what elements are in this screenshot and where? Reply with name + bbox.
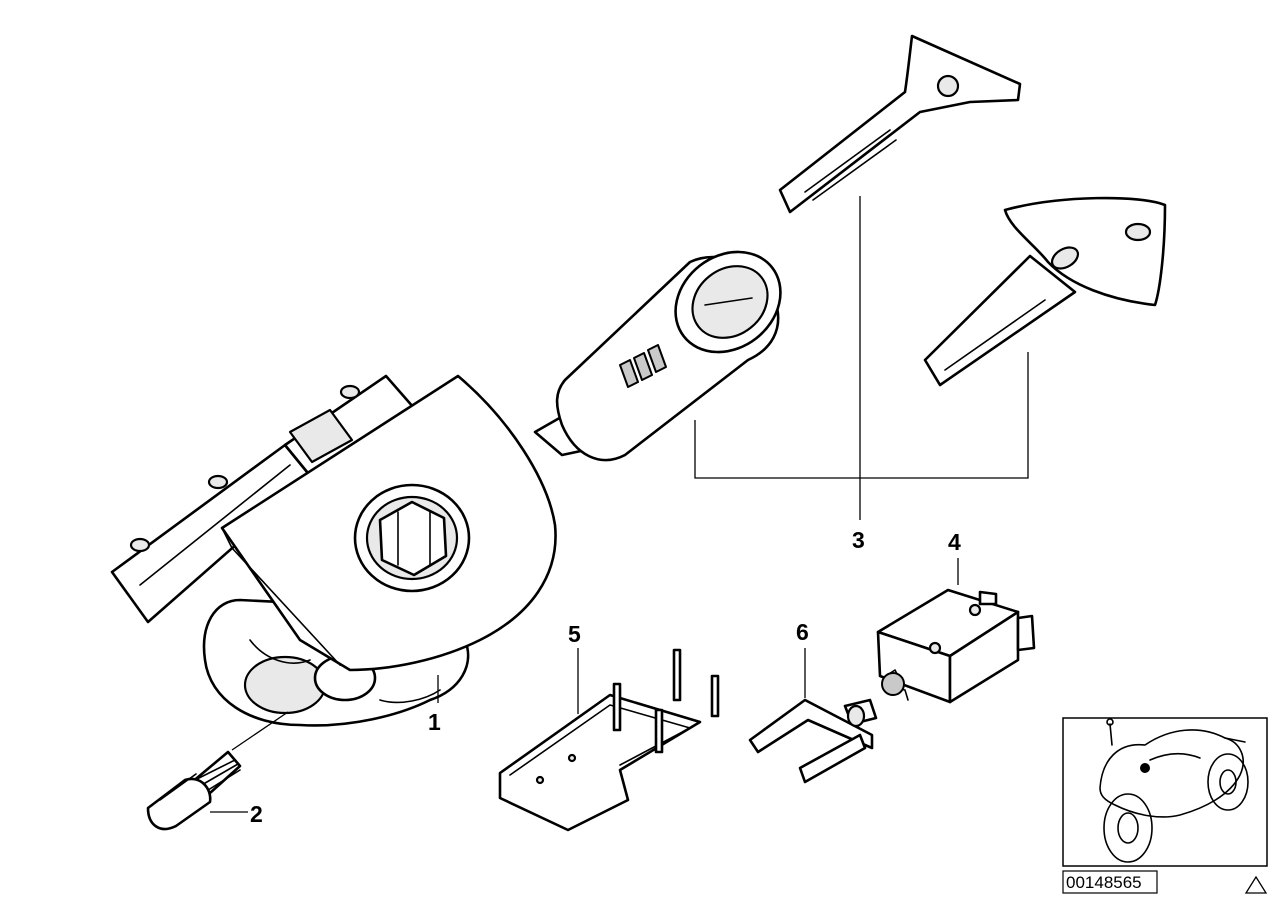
drawing-number-box: 00148565 [1062,870,1158,894]
callout-6: 6 [796,619,809,645]
part-3-key-b [923,196,1167,387]
callout-5: 5 [568,621,581,647]
triangle-icon [1244,875,1268,894]
part-6-clip [748,648,878,784]
part-3-lock-cylinder [533,250,782,462]
part-3-key-a [778,34,1022,214]
callout-1: 1 [428,709,441,735]
motorcycle-locator-thumbnail [1062,717,1268,867]
drawing-number: 00148565 [1066,873,1142,892]
part-4-switch [876,558,1036,704]
callout-3: 3 [852,527,865,553]
leader-3-bracket [694,352,1029,479]
part-1-lock-housing [110,374,557,727]
location-marker-icon [1140,763,1150,773]
callout-2: 2 [250,801,263,827]
part-5-holder [498,648,720,832]
callout-4: 4 [948,529,961,555]
part-2-bolt [146,711,289,831]
